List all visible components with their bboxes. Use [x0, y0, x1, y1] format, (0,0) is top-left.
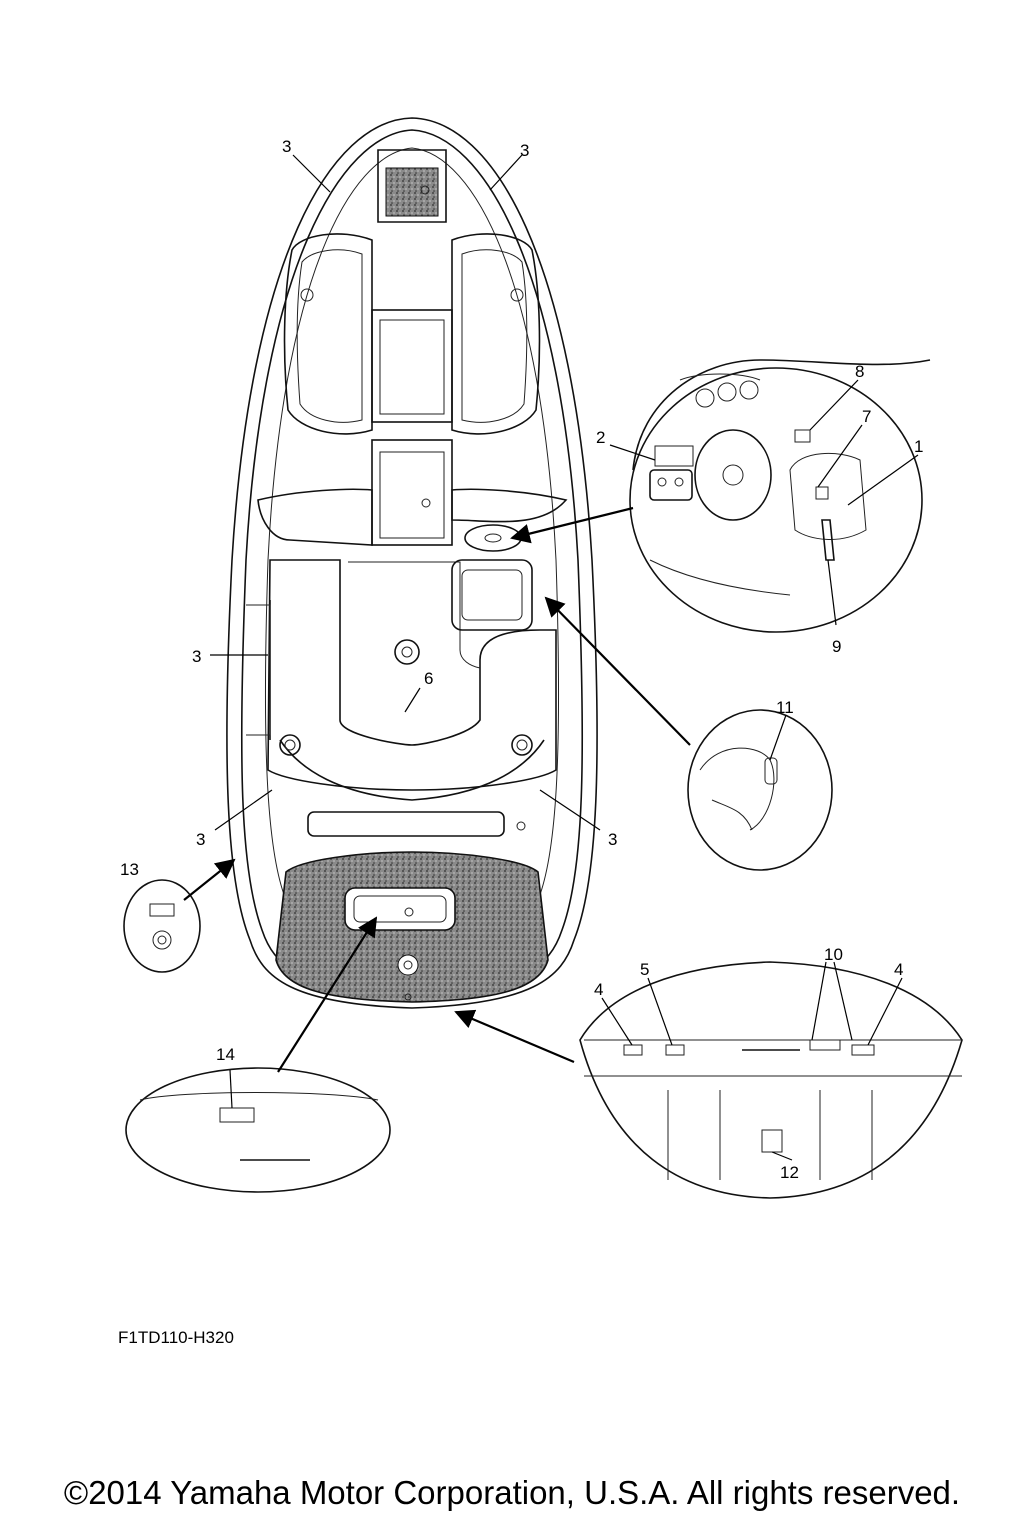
callout-8: 8 — [855, 362, 864, 381]
callout-3: 3 — [520, 141, 529, 160]
callout-14: 14 — [216, 1045, 235, 1064]
detail-11 — [687, 709, 833, 871]
swim-platform — [275, 851, 549, 1003]
detail-dashboard — [629, 359, 931, 633]
callout-6: 6 — [424, 669, 433, 688]
callout-11: 11 — [776, 698, 794, 717]
leader-lines — [183, 154, 919, 1161]
bow-seats — [283, 233, 541, 435]
callout-3: 3 — [196, 830, 205, 849]
diagram-code: F1TD110-H320 — [118, 1328, 234, 1347]
callout-7: 7 — [862, 407, 871, 426]
callout-3: 3 — [608, 830, 617, 849]
copyright-notice: ©2014 Yamaha Motor Corporation, U.S.A. A… — [63, 1474, 961, 1511]
callout-10: 10 — [824, 945, 843, 964]
callout-2: 2 — [596, 428, 605, 447]
detail-13 — [123, 879, 201, 973]
callout-1: 1 — [914, 437, 923, 456]
detail-14 — [125, 1067, 391, 1193]
callout-labels: 3 3 8 7 2 1 9 3 6 11 3 3 13 10 5 4 4 14 … — [120, 137, 923, 1182]
callout-9: 9 — [832, 637, 841, 656]
detail-transom — [579, 961, 963, 1199]
callout-4: 4 — [894, 960, 903, 979]
callout-4: 4 — [594, 980, 603, 999]
callout-3: 3 — [282, 137, 291, 156]
cockpit — [246, 559, 557, 791]
callout-5: 5 — [640, 960, 649, 979]
callout-3: 3 — [192, 647, 201, 666]
bow-deck-pad — [377, 149, 447, 223]
callout-13: 13 — [120, 860, 139, 879]
callout-12: 12 — [780, 1163, 799, 1182]
rear-bench — [279, 734, 545, 837]
walkway — [257, 439, 568, 546]
